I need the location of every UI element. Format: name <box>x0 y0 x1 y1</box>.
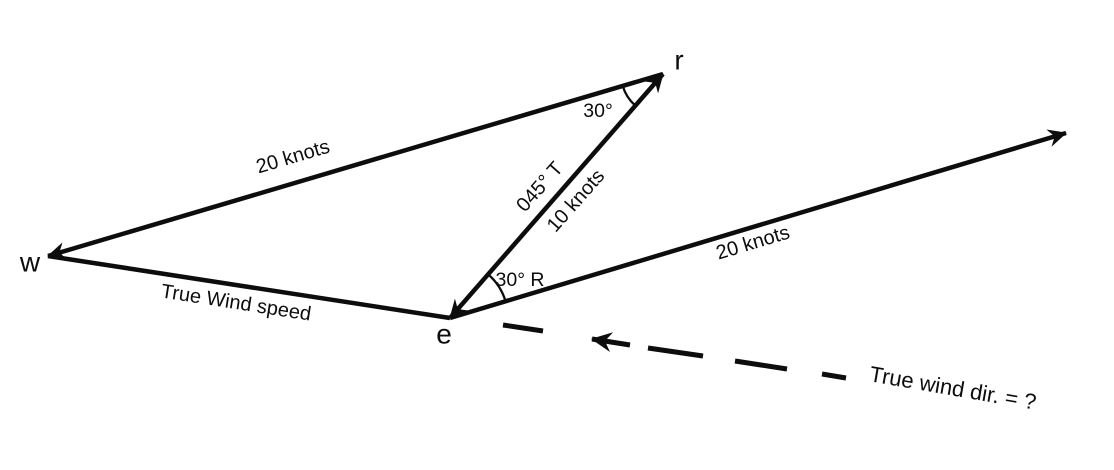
dash-segment <box>821 371 847 381</box>
dashed-wind-direction-arrow <box>502 322 847 381</box>
vector-r-to-w <box>47 71 664 260</box>
dash-arrowhead-segment <box>590 332 631 352</box>
label-angle-at-r: 30° <box>583 100 613 122</box>
vector-e-to-r-heading <box>448 72 665 320</box>
vertex-label-w: w <box>19 247 41 278</box>
dash-segment <box>502 322 544 334</box>
vector-e-ground-track <box>449 129 1067 321</box>
label-angle-at-e: 30° R <box>496 269 545 291</box>
vertex-label-e: e <box>436 319 452 350</box>
angle-arc-at-r <box>621 85 637 107</box>
label-wr-speed: 20 knots <box>254 136 333 179</box>
vertex-label-r: r <box>674 45 683 76</box>
label-true-wind-direction-question: True wind dir. = ? <box>868 361 1038 414</box>
vector-e-to-w-true-wind <box>47 253 451 321</box>
dash-segment <box>734 358 788 372</box>
dash-segment <box>647 345 704 359</box>
angle-arc-at-e <box>487 273 507 302</box>
